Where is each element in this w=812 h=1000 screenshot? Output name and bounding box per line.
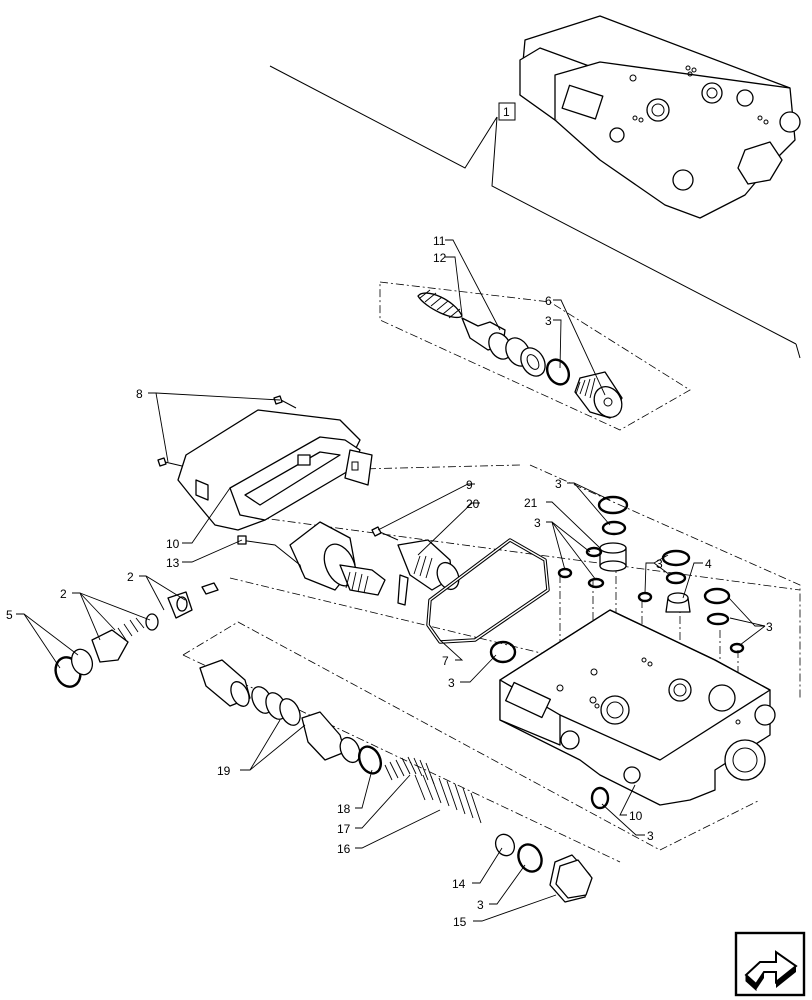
callout-9: 9 [466, 478, 473, 492]
reference-box: 1 [498, 102, 516, 121]
callout-7: 7 [442, 654, 449, 668]
callout-3: 3 [766, 620, 773, 634]
callout-3: 3 [555, 477, 562, 491]
callout-19: 19 [217, 764, 231, 778]
callout-8: 8 [136, 387, 143, 401]
arrow-next-page-icon[interactable] [734, 931, 806, 997]
left-small-parts [54, 582, 219, 688]
callout-4: 4 [705, 557, 712, 571]
valve-assembly-overview [269, 15, 801, 359]
valve-block-body [499, 609, 776, 806]
top-orings-group [557, 495, 745, 810]
callout-5: 5 [6, 608, 13, 622]
callout-17: 17 [337, 822, 351, 836]
callout-3: 3 [477, 898, 484, 912]
callout-3: 3 [448, 676, 455, 690]
callout-3: 3 [534, 516, 541, 530]
callout-3: 3 [656, 557, 663, 571]
callout-18: 18 [337, 802, 351, 816]
callout-16: 16 [337, 842, 351, 856]
callout-3: 3 [545, 314, 552, 328]
callout-13: 13 [166, 556, 180, 570]
callout-10: 10 [629, 809, 643, 823]
callout-3: 3 [647, 829, 654, 843]
callout-14: 14 [452, 877, 466, 891]
callout-labels: 11 12 6 3 8 9 20 3 21 3 3 4 3 10 13 2 2 … [6, 234, 773, 929]
callout-12: 12 [433, 251, 447, 265]
callout-21: 21 [524, 496, 538, 510]
reference-box-label: 1 [503, 105, 510, 119]
solenoid-housing-group [157, 395, 373, 531]
callout-11: 11 [433, 234, 446, 248]
callout-6: 6 [545, 294, 552, 308]
spring-12 [417, 289, 463, 319]
callout-15: 15 [453, 915, 467, 929]
callout-10: 10 [166, 537, 180, 551]
gasket-7 [426, 538, 550, 664]
callout-20: 20 [466, 497, 480, 511]
callout-2: 2 [60, 587, 67, 601]
upper-cartridge-group [417, 289, 623, 419]
leader-lines [16, 239, 766, 922]
coil-group [237, 521, 460, 606]
callout-2: 2 [127, 570, 134, 584]
